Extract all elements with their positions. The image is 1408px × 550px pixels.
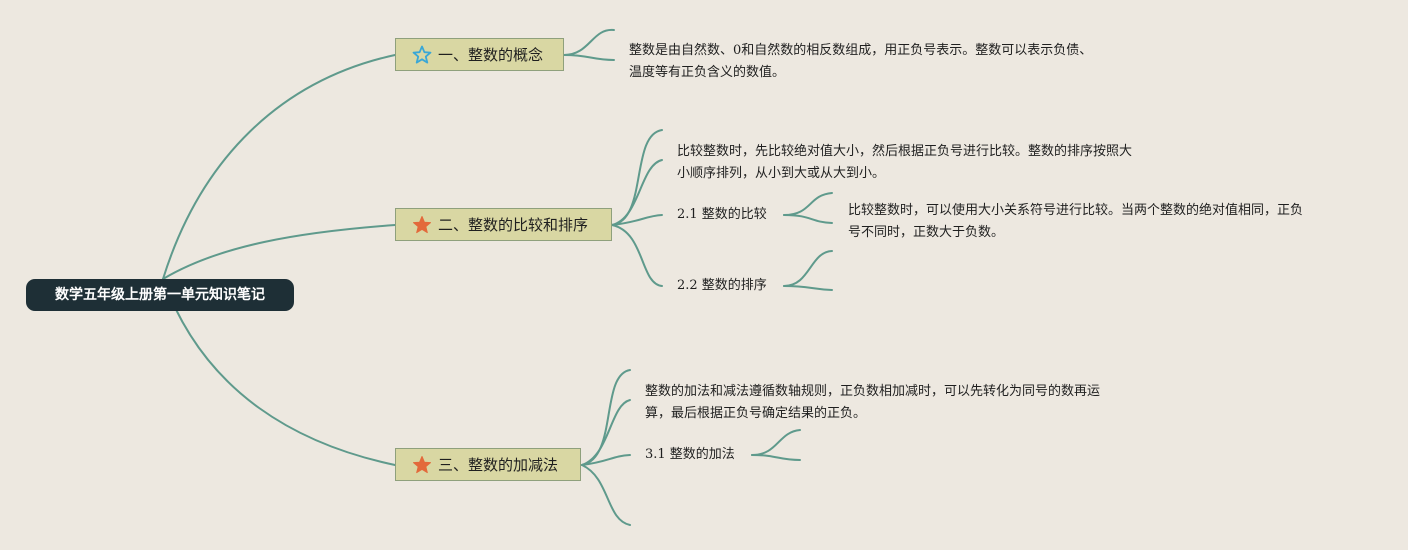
note-line: 号不同时，正数大于负数。: [848, 225, 1005, 240]
topic-add-subtract[interactable]: 三、整数的加减法: [395, 448, 581, 481]
note-line: 算，最后根据正负号确定结果的正负。: [645, 406, 867, 421]
topic-label: 一、整数的概念: [438, 46, 544, 64]
connector-topic2-note-a: [611, 129, 663, 226]
note-text: 比较整数时，先比较绝对值大小，然后根据正负号进行比较。整数的排序按照大 小顺序排…: [677, 141, 1197, 185]
note-line: 整数的加法和减法遵循数轴规则，正负数相加减时，可以先转化为同号的数再运: [645, 384, 1101, 399]
star-outline-icon: [412, 45, 432, 65]
note-line: 温度等有正负含义的数值。: [629, 65, 786, 80]
connector-topic1-fork-b: [563, 54, 615, 61]
topic-label: 二、整数的比较和排序: [438, 216, 589, 234]
connector-topic3-note-a: [581, 369, 631, 466]
connector-sub21-fork-b: [783, 214, 833, 224]
topic-compare-sort[interactable]: 二、整数的比较和排序: [395, 208, 612, 241]
topic-label: 三、整数的加减法: [438, 456, 559, 474]
connector-root-topic3: [162, 278, 396, 466]
connector-topic1-fork-a: [563, 28, 615, 56]
topic-concept[interactable]: 一、整数的概念: [395, 38, 564, 71]
connector-topic3-note-b: [581, 399, 631, 466]
note-line: 比较整数时，可以使用大小关系符号进行比较。当两个整数的绝对值相同，正负: [848, 203, 1304, 218]
note-text: 整数的加法和减法遵循数轴规则，正负数相加减时，可以先转化为同号的数再运 算，最后…: [645, 381, 1165, 425]
connector-topic2-sub21: [611, 214, 663, 226]
star-filled-icon: [412, 455, 432, 475]
star-filled-icon: [412, 215, 432, 235]
subtopic-addition[interactable]: 3.1 整数的加法: [645, 447, 735, 462]
note-line: 整数是由自然数、0和自然数的相反数组成，用正负号表示。整数可以表示负债、: [629, 43, 1093, 58]
connector-root-topic2: [162, 224, 396, 280]
subtopic-compare[interactable]: 2.1 整数的比较: [677, 207, 767, 222]
connector-sub21-fork-a: [783, 192, 833, 216]
note-line: 比较整数时，先比较绝对值大小，然后根据正负号进行比较。整数的排序按照大: [677, 144, 1133, 159]
root-node[interactable]: 数学五年级上册第一单元知识笔记: [26, 279, 294, 311]
note-text: 整数是由自然数、0和自然数的相反数组成，用正负号表示。整数可以表示负债、 温度等…: [629, 40, 1149, 84]
connector-sub22-fork-a: [783, 250, 833, 287]
connector-topic3-sub31: [581, 454, 631, 466]
connector-sub31-fork-b: [751, 454, 801, 461]
connector-topic2-sub22: [611, 224, 663, 287]
connector-topic2-note-b: [611, 159, 663, 226]
connector-sub31-fork-a: [751, 429, 801, 456]
note-text: 比较整数时，可以使用大小关系符号进行比较。当两个整数的绝对值相同，正负 号不同时…: [848, 200, 1368, 244]
connector-topic3-extra: [581, 464, 631, 526]
connector-sub22-fork-b: [783, 285, 833, 291]
subtopic-sort[interactable]: 2.2 整数的排序: [677, 278, 767, 293]
connector-root-topic1: [162, 54, 396, 280]
note-line: 小顺序排列，从小到大或从大到小。: [677, 166, 886, 181]
